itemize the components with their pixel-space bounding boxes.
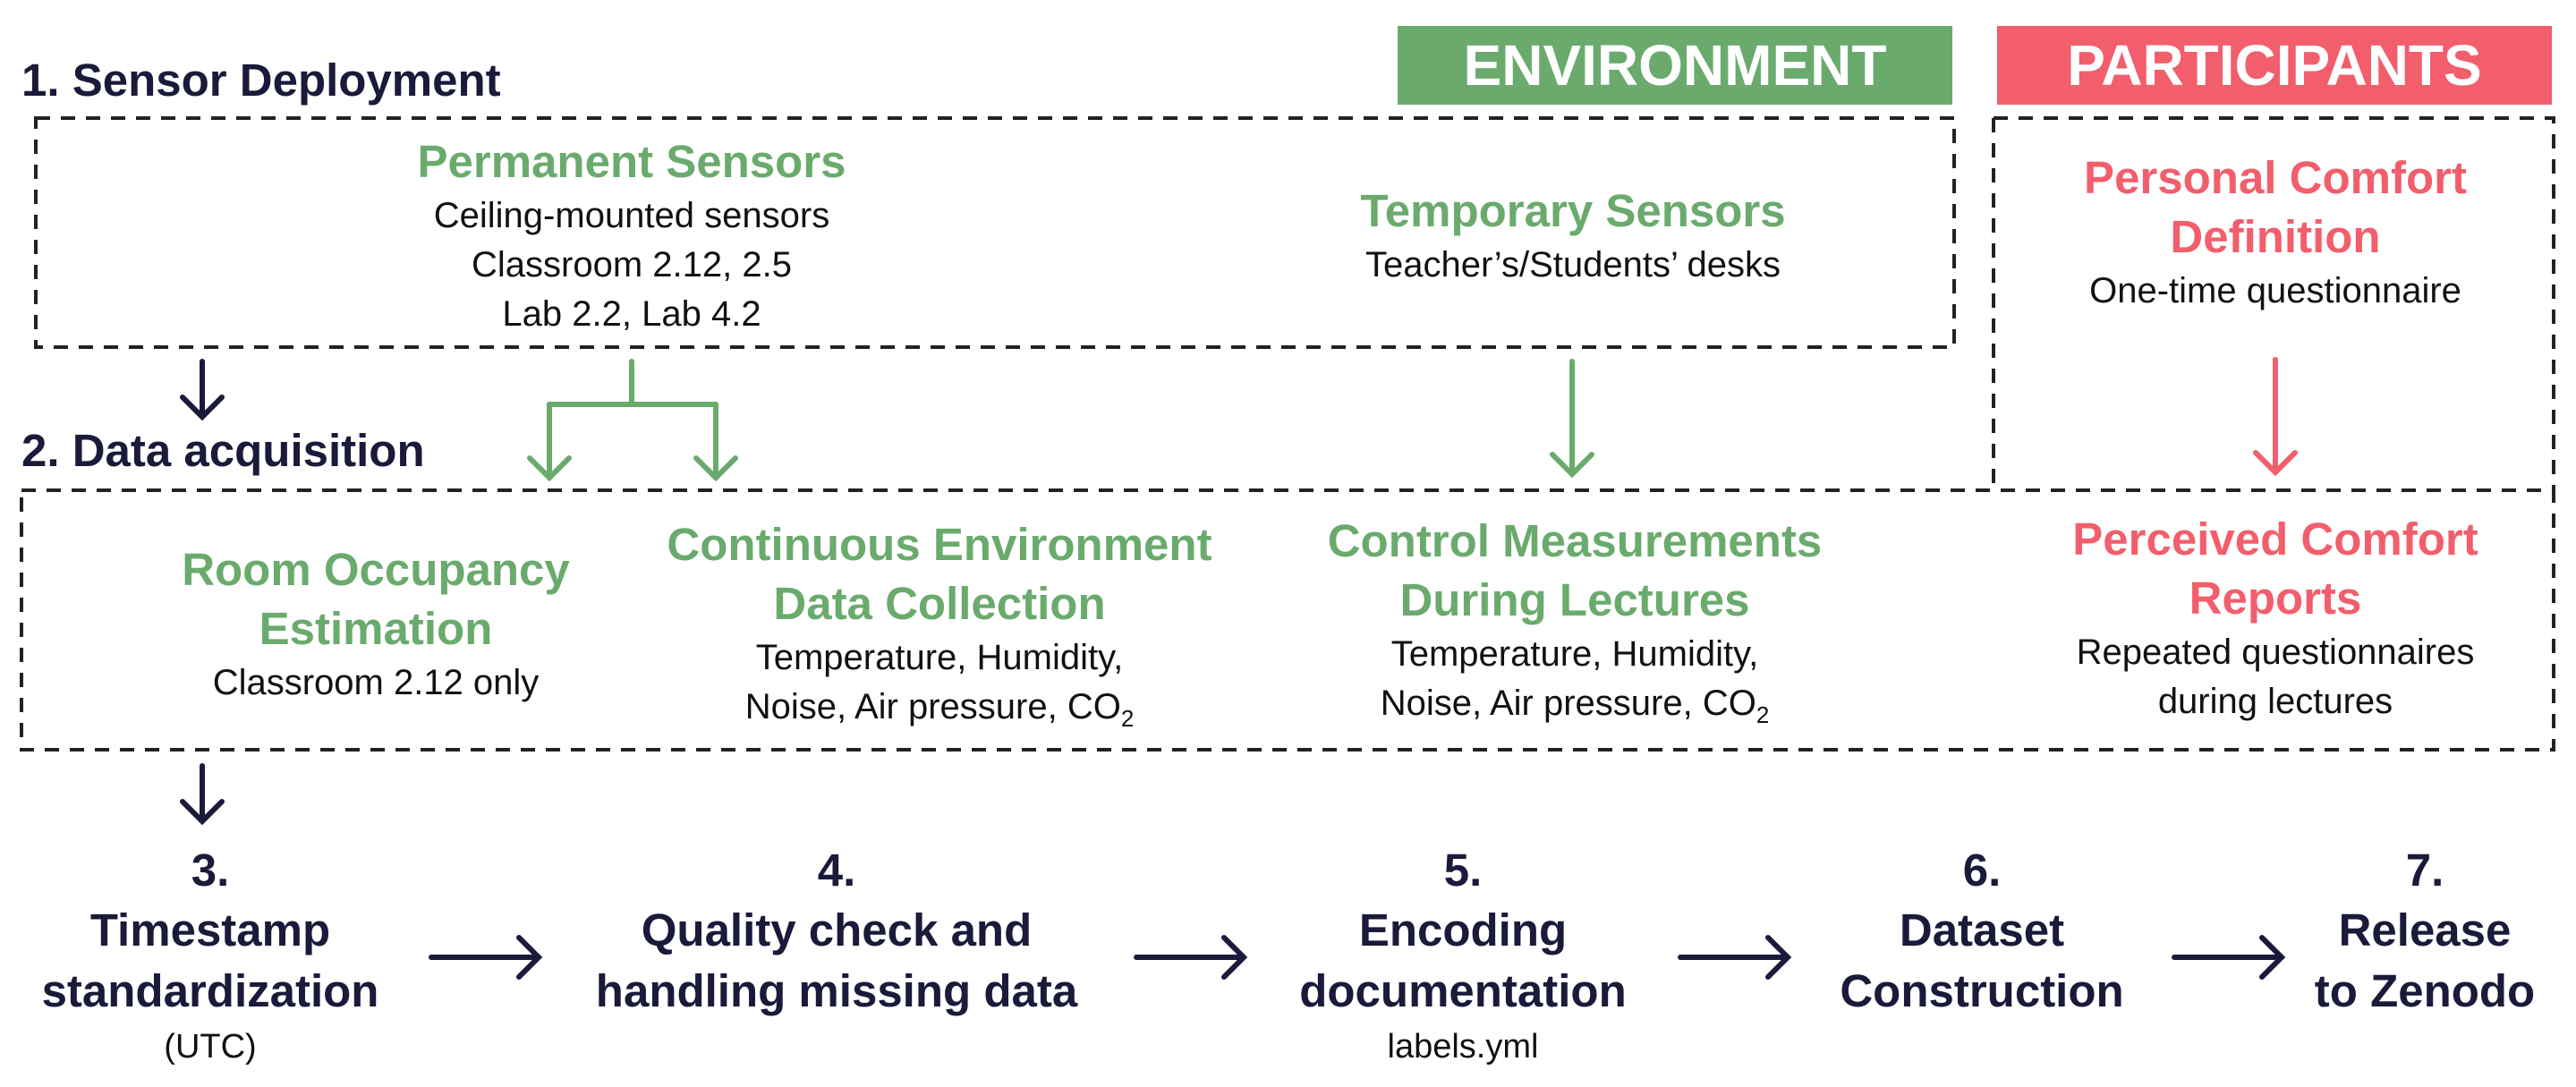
occupancy-title-line2: Estimation [259,603,493,654]
control-title-line2: During Lectures [1399,574,1750,625]
acquisition-box-full [20,488,2555,752]
step-7-number: 7. [2405,845,2444,896]
pipeline-arrow-4-5-icon [1134,935,1248,980]
perceived-comfort-title-line2: Reports [2189,573,2362,624]
down-arrow-1-icon [180,359,225,421]
split-arrow-icon [527,359,738,482]
permanent-sensors-line3: Lab 2.2, Lab 4.2 [502,294,761,334]
step-6: 6. Dataset Construction [1798,841,2165,1022]
occupancy-block: Room Occupancy Estimation Classroom 2.12… [125,540,626,708]
control-line2: Noise, Air pressure, CO2 [1262,679,1888,740]
participants-banner: PARTICIPANTS [1997,26,2552,105]
continuous-line2: Noise, Air pressure, CO2 [626,683,1253,743]
occupancy-line1: Classroom 2.12 only [212,663,540,702]
permanent-sensors-title: Permanent Sensors [417,136,846,187]
pipeline-arrow-5-6-icon [1678,935,1792,980]
pipeline-arrow-6-7-icon [2172,935,2286,980]
temporary-sensors-line1: Teacher’s/Students’ desks [1365,245,1781,284]
participants-box [1994,116,2555,490]
perceived-comfort-line2: during lectures [2157,682,2393,721]
temporary-arrow-icon [1550,359,1594,479]
deployment-box [34,116,1956,349]
perceived-comfort-title-line1: Perceived Comfort [2072,514,2478,565]
personal-comfort-line1: One-time questionnaire [2089,271,2461,310]
step-7-line1: Release [2338,904,2512,955]
participants-arrow-icon [2253,357,2298,477]
step-5-number: 5. [1443,845,1483,896]
permanent-sensors-line2: Classroom 2.12, 2.5 [472,245,792,284]
step-4: 4. Quality check and handling missing da… [555,841,1118,1022]
step-6-line2: Construction [1840,965,2124,1016]
temporary-sensors-block: Temporary Sensors Teacher’s/Students’ de… [1288,182,1858,290]
perceived-comfort-block: Perceived Comfort Reports Repeated quest… [1997,510,2554,726]
continuous-co2-subscript: 2 [1120,705,1135,732]
down-arrow-2-icon [180,763,225,826]
continuous-title-line2: Data Collection [773,578,1106,629]
step-4-line2: handling missing data [595,965,1078,1016]
temporary-sensors-title: Temporary Sensors [1360,185,1786,236]
step-5-line2: documentation [1299,965,1627,1016]
step-3-line2: standardization [41,965,379,1016]
personal-comfort-title-line2: Definition [2170,211,2381,262]
control-line1: Temperature, Humidity, [1390,634,1759,674]
occupancy-title-line1: Room Occupancy [182,544,570,595]
step-5-line1: Encoding [1358,904,1568,955]
environment-banner: ENVIRONMENT [1398,26,1952,105]
perceived-comfort-line1: Repeated questionnaires [2076,633,2475,672]
step-6-line1: Dataset [1899,904,2065,955]
pipeline-arrow-3-4-icon [429,935,543,980]
continuous-line2-text: Noise, Air pressure, CO [744,687,1121,726]
control-co2-subscript: 2 [1756,701,1770,728]
permanent-sensors-line1: Ceiling-mounted sensors [433,196,830,235]
step-7-line2: to Zenodo [2314,965,2536,1016]
continuous-title-line1: Continuous Environment [667,519,1212,570]
step-3: 3. Timestamp standardization (UTC) [27,841,394,1072]
control-block: Control Measurements During Lectures Tem… [1262,512,1888,740]
step-3-number: 3. [191,845,230,896]
step-5-note: labels.yml [1387,1028,1539,1066]
step-3-note: (UTC) [164,1028,257,1066]
deployment-section-title: 1. Sensor Deployment [21,55,501,106]
step-6-number: 6. [1962,845,2002,896]
personal-comfort-block: Personal Comfort Definition One-time que… [1997,149,2554,316]
step-5: 5. Encoding documentation labels.yml [1253,841,1673,1072]
continuous-line1: Temperature, Humidity, [755,638,1124,677]
step-4-line1: Quality check and [641,904,1033,955]
acquisition-section-title: 2. Data acquisition [21,425,425,476]
personal-comfort-title-line1: Personal Comfort [2084,152,2467,203]
step-3-line1: Timestamp [89,904,331,955]
continuous-block: Continuous Environment Data Collection T… [626,515,1253,743]
step-7: 7. Release to Zenodo [2291,841,2559,1022]
control-title-line1: Control Measurements [1327,515,1823,566]
permanent-sensors-block: Permanent Sensors Ceiling-mounted sensor… [358,132,905,339]
control-line2-text: Noise, Air pressure, CO [1380,684,1756,723]
step-4-number: 4. [817,845,856,896]
